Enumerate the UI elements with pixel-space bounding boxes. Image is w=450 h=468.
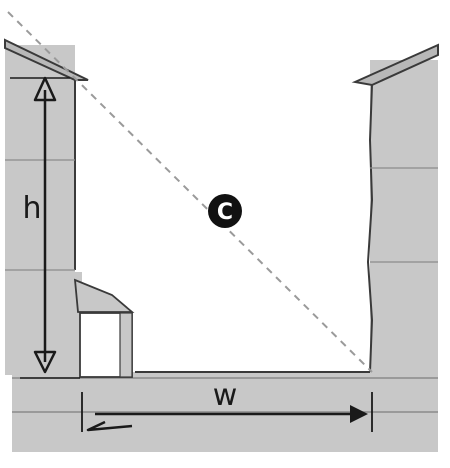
angle-marker-circle [208, 194, 242, 228]
right-building-facade [370, 60, 438, 375]
annex-wall [12, 272, 82, 374]
height-arrow-head-bottom [33, 350, 57, 374]
height-arrow [10, 76, 80, 379]
width-label: w [213, 378, 238, 413]
left-lower-annex [12, 272, 135, 378]
right-building [351, 43, 439, 375]
right-building-wall-edge [366, 84, 374, 373]
width-arrow [81, 392, 373, 432]
annex-awning [73, 278, 135, 313]
height-arrow-head-top [33, 76, 57, 102]
width-arrow-head-right [350, 405, 368, 423]
height-label: h [22, 191, 41, 226]
right-building-roof [351, 43, 439, 87]
width-arrow-head-left [86, 420, 133, 432]
angle-marker-label: C [217, 200, 233, 225]
annex-pillar [119, 312, 133, 378]
angle-marker: C [208, 194, 242, 228]
ground [12, 371, 438, 452]
